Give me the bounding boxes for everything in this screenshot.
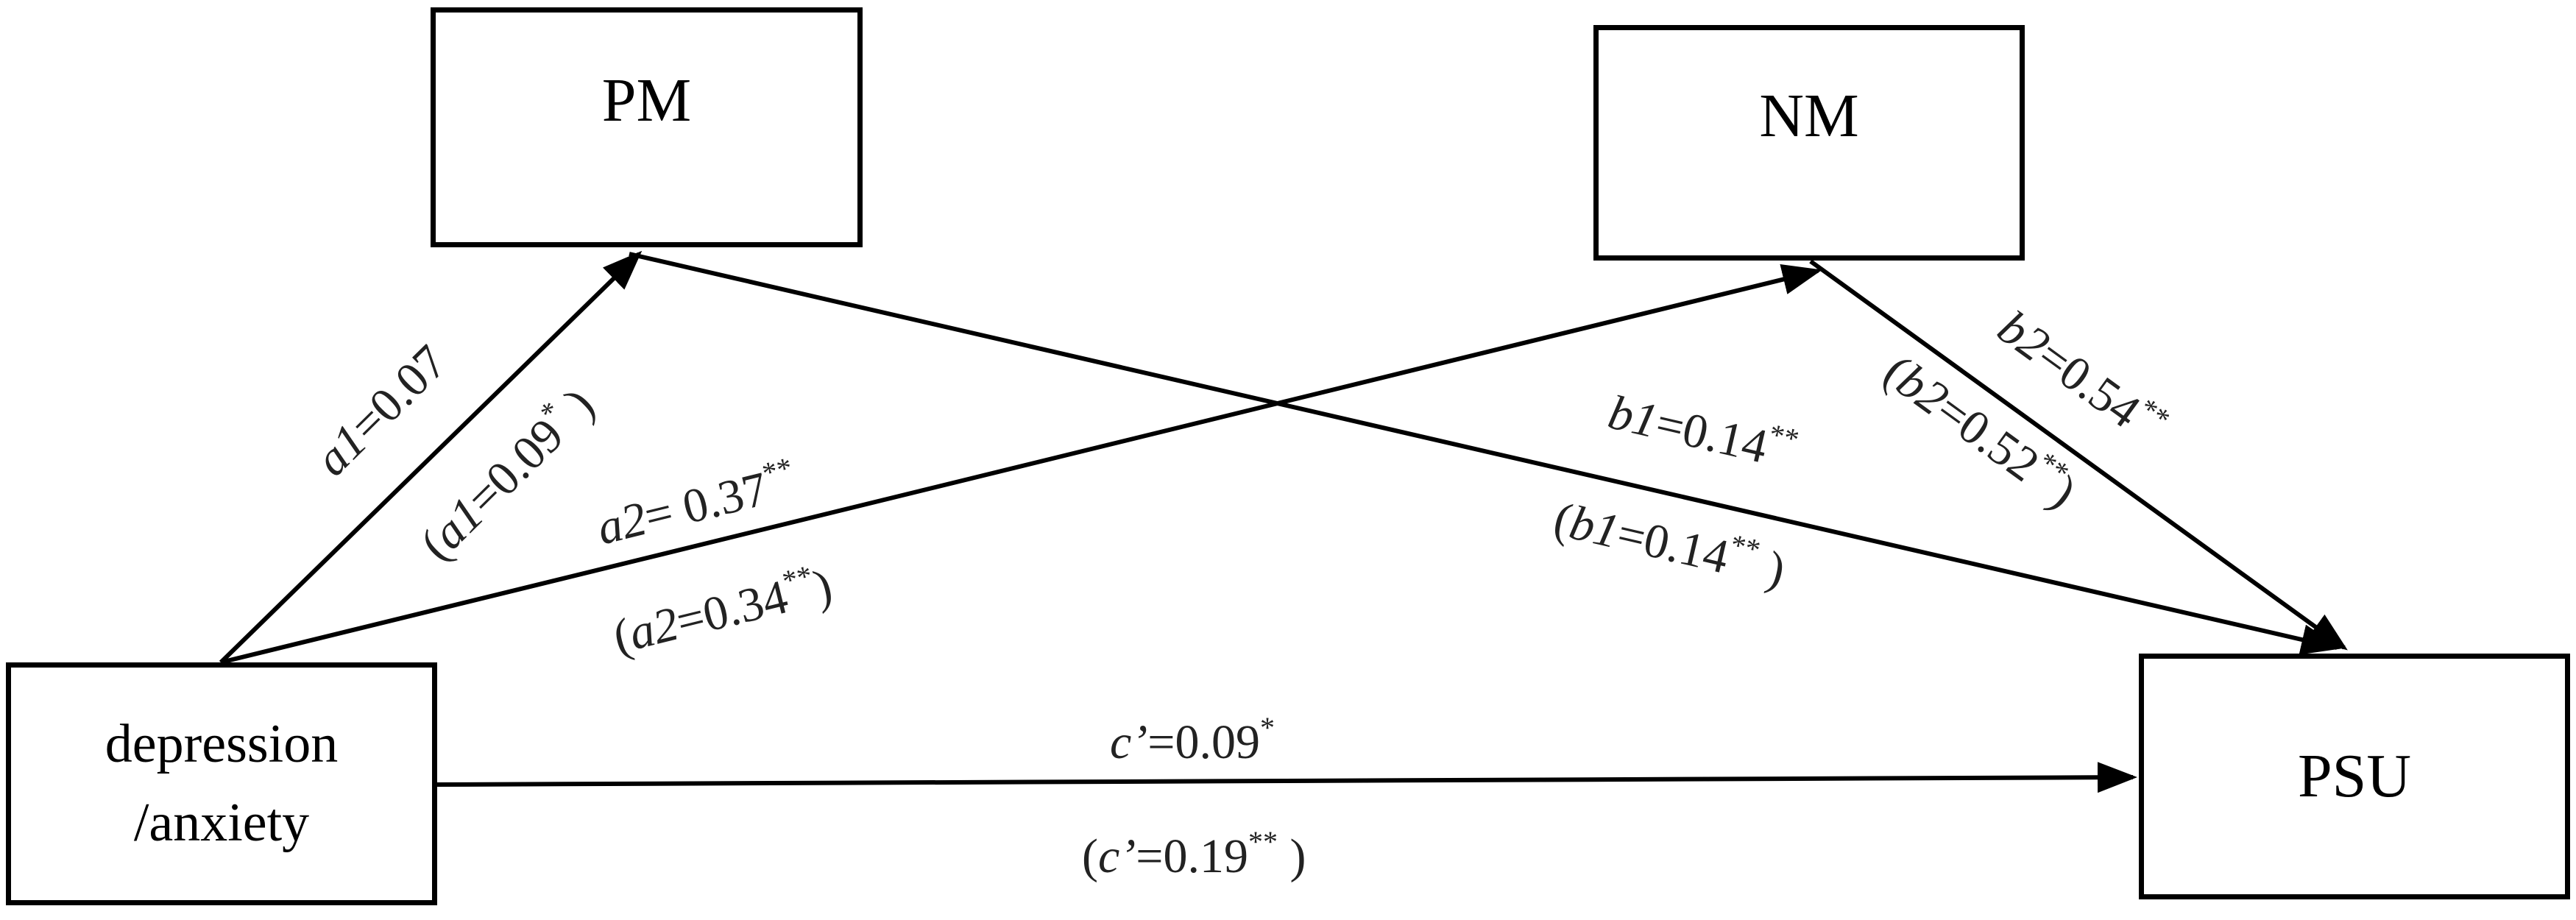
arrow-nm-to-psu (1809, 259, 2348, 651)
label-a1-paren: (a1=0.09* ) (407, 375, 605, 570)
node-pm: PM (431, 7, 863, 247)
arrow-depression-to-nm (220, 264, 1822, 665)
label-b1-paren: (b1=0.14** ) (1549, 488, 1791, 598)
label-a1: a1=0.07 (305, 335, 457, 486)
node-nm: NM (1593, 25, 2025, 261)
node-depression-anxiety: depression /anxiety (6, 662, 437, 905)
label-b1: b1=0.14** (1604, 381, 1802, 481)
arrow-depression-to-pm (219, 250, 643, 665)
node-psu: PSU (2139, 654, 2570, 899)
node-depression-anxiety-label: depression /anxiety (105, 713, 339, 853)
node-pm-label: PM (601, 66, 692, 135)
label-c-prime: c’=0.09* (1110, 711, 1275, 769)
arrow-pm-to-psu (629, 252, 2341, 655)
label-c-prime-paren: (c’=0.19** ) (1082, 825, 1306, 883)
node-psu-label: PSU (2297, 742, 2412, 811)
node-nm-label: NM (1759, 82, 1859, 151)
label-a2: a2= 0.37** (591, 450, 802, 555)
arrow-depression-to-psu (436, 762, 2137, 793)
label-a2-paren: (a2=0.34**) (607, 555, 838, 665)
